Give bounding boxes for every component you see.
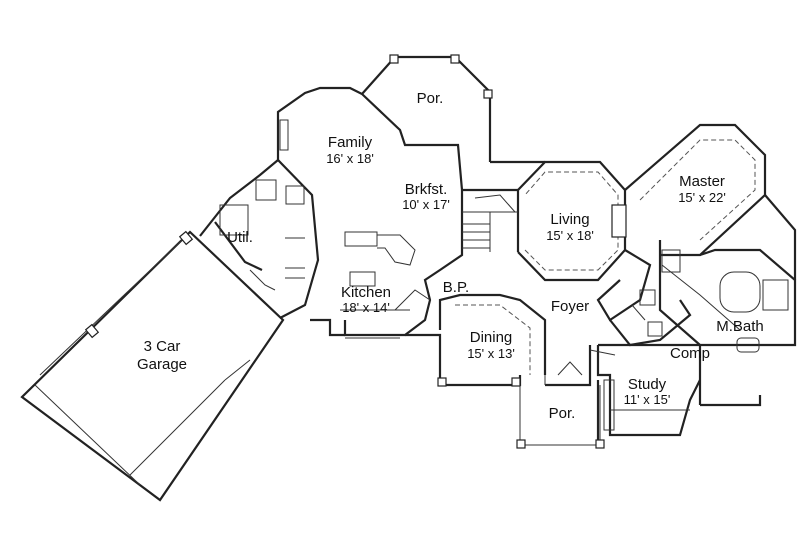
room-label-kitchen: Kitchen 18' x 14' bbox=[341, 284, 391, 315]
utility-walls bbox=[199, 158, 320, 319]
living-name: Living bbox=[550, 211, 589, 228]
half-bath-walls bbox=[596, 249, 692, 347]
foyer-name: Foyer bbox=[551, 298, 589, 315]
room-label-utility: Util. bbox=[227, 229, 253, 246]
living-walls bbox=[490, 160, 627, 282]
room-label-porch-rear: Por. bbox=[417, 90, 444, 107]
room-label-breakfast: Brkfst. 10' x 17' bbox=[402, 181, 450, 212]
room-label-master-bath: M.Bath bbox=[716, 318, 764, 335]
room-label-butler-pantry: B.P. bbox=[443, 279, 469, 296]
room-label-porch-front: Por. bbox=[549, 405, 576, 422]
stair-walls bbox=[462, 188, 520, 252]
room-label-garage: 3 Car Garage bbox=[137, 338, 187, 373]
study-dim: 11' x 15' bbox=[624, 392, 671, 407]
dining-name: Dining bbox=[470, 329, 513, 346]
breakfast-name: Brkfst. bbox=[405, 181, 448, 198]
utility-name: Util. bbox=[227, 229, 253, 246]
room-label-living: Living 15' x 18' bbox=[546, 211, 594, 243]
room-label-computer: Comp bbox=[670, 345, 710, 362]
main-living-walls bbox=[276, 54, 493, 339]
garage-walls bbox=[20, 230, 285, 502]
foyer-dining-walls bbox=[405, 293, 592, 387]
room-label-foyer: Foyer bbox=[551, 298, 589, 315]
porch-front-name: Por. bbox=[549, 405, 576, 422]
room-label-master: Master 15' x 22' bbox=[678, 173, 726, 205]
study-name: Study bbox=[628, 376, 667, 393]
room-label-dining: Dining 15' x 13' bbox=[467, 329, 515, 361]
master-dim: 15' x 22' bbox=[678, 190, 726, 205]
room-label-family: Family 16' x 18' bbox=[326, 134, 374, 166]
computer-name: Comp bbox=[670, 345, 710, 362]
family-dim: 16' x 18' bbox=[326, 151, 374, 166]
master-bath-name: M.Bath bbox=[716, 318, 764, 335]
garage-name: 3 Car bbox=[144, 338, 181, 355]
living-dim: 15' x 18' bbox=[546, 228, 594, 243]
dining-dim: 15' x 13' bbox=[467, 346, 515, 361]
master-walls bbox=[624, 123, 797, 407]
kitchen-name: Kitchen bbox=[341, 284, 391, 301]
breakfast-dim: 10' x 17' bbox=[402, 197, 450, 212]
butler-pantry-name: B.P. bbox=[443, 279, 469, 296]
study-walls bbox=[516, 343, 701, 449]
family-name: Family bbox=[328, 134, 373, 151]
kitchen-dim: 18' x 14' bbox=[342, 300, 390, 315]
room-label-study: Study 11' x 15' bbox=[624, 376, 671, 407]
porch-rear-name: Por. bbox=[417, 90, 444, 107]
garage-name-line2: Garage bbox=[137, 356, 187, 373]
master-name: Master bbox=[679, 173, 725, 190]
